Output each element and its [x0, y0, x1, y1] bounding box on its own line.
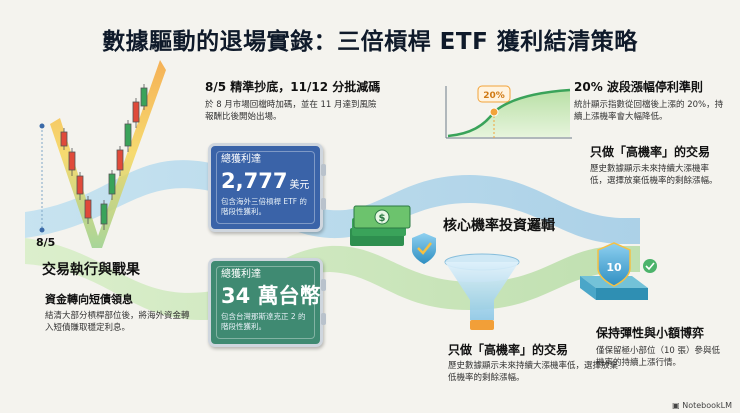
- small-shield-icon: [412, 233, 436, 264]
- chart-axis-label: 8/5: [36, 236, 56, 249]
- trading-sub-heading: 資金轉向短債領息: [45, 293, 133, 306]
- take-profit-heading: 20% 波段漲幅停利準則: [574, 80, 703, 94]
- usd-profit-note: 包含海外三倍槓桿 ETF 的階段性獲利。: [221, 197, 307, 216]
- flexibility-desc: 僅保留極小部位（10 張）參與低機率的持續上漲行情。: [596, 346, 721, 368]
- svg-text:$: $: [379, 213, 386, 224]
- top-section-desc: 於 8 月市場回檔時加碼，並在 11 月達到風險報酬比後開始出場。: [205, 100, 377, 122]
- shield-number: 10: [606, 261, 622, 274]
- growth-curve-chart: 20%: [445, 85, 572, 139]
- flow-ribbon-green: [25, 238, 640, 321]
- funnel-desc: 歷史數據顯示未來持續大漲機率低，選擇放棄低機率的剩餘漲幅。: [448, 361, 619, 383]
- twd-profit-safe: 總獲利達 34 萬台幣 包含台灣那斯達克正 2 的階段性獲利。: [208, 258, 326, 347]
- cash-stack-icon: $: [350, 205, 411, 246]
- brand-watermark: ▣ NotebookLM: [672, 401, 732, 410]
- usd-profit-label: 總獲利達: [221, 154, 261, 165]
- twd-profit-note: 包含台灣那斯達克正 2 的階段性獲利。: [221, 312, 306, 331]
- core-logic-heading: 核心機率投資邏輯: [443, 218, 555, 234]
- twenty-pct-badge: 20%: [483, 91, 505, 101]
- top-section-heading: 8/5 精準抄底，11/12 分批減碼: [205, 80, 381, 94]
- right-mid-heading: 只做「高機率」的交易: [590, 145, 711, 159]
- notebook-icon: ▣: [672, 401, 683, 410]
- page-title: 數據驅動的退場實錄：三倍槓桿 ETF 獲利結清策略: [102, 29, 638, 55]
- trading-heading: 交易執行與戰果: [42, 262, 140, 278]
- trading-desc: 結清大部分槓桿部位後，將海外資金轉入短債賺取穩定利息。: [45, 311, 190, 333]
- flexibility-heading: 保持彈性與小額博弈: [596, 326, 705, 340]
- twd-profit-amount: 34 萬台幣: [221, 284, 321, 308]
- flow-ribbon-blue: [25, 160, 640, 244]
- funnel-heading: 只做「高機率」的交易: [448, 343, 569, 357]
- right-mid-desc: 歷史數據顯示未來持續大漲機率低，選擇放棄低機率的剩餘漲幅。: [590, 164, 718, 186]
- usd-profit-unit: 美元: [289, 180, 310, 191]
- take-profit-desc: 統計顯示指數從回檔後上漲的 20%，持續上漲機率會大幅降低。: [574, 100, 724, 122]
- v-shape-candlestick-chart: [39, 60, 166, 248]
- funnel-icon: [444, 253, 520, 330]
- shield-platform-icon: 10: [580, 242, 657, 300]
- twd-profit-label: 總獲利達: [221, 269, 261, 280]
